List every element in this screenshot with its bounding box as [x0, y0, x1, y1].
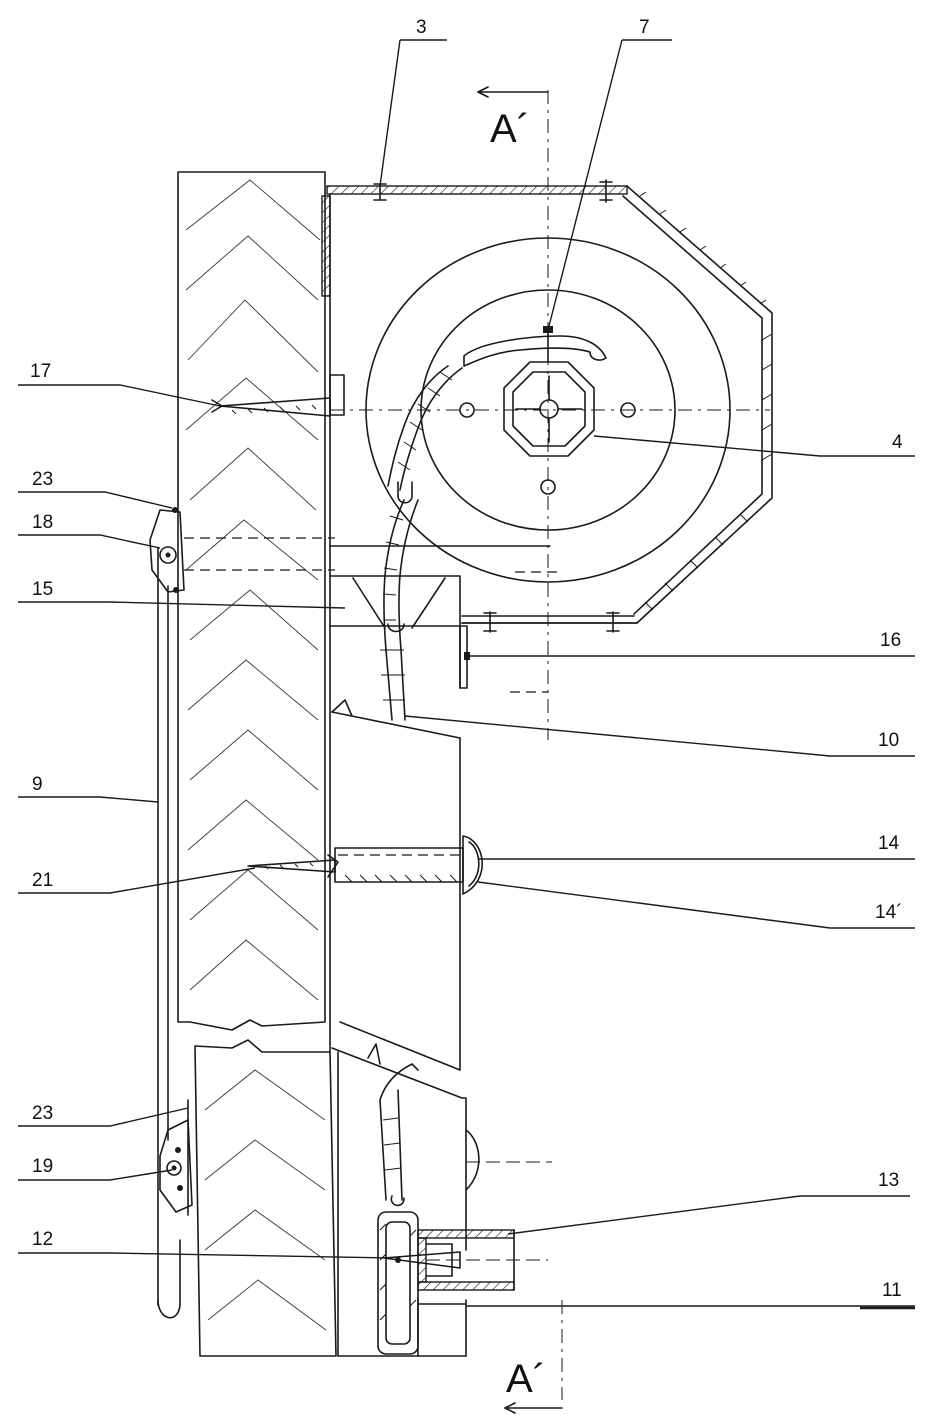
label-17: 17 — [30, 361, 51, 382]
hinge-19 — [159, 1099, 193, 1216]
center-lines — [330, 90, 770, 1400]
label-4: 4 — [892, 432, 903, 453]
wood-plank — [177, 171, 337, 1357]
callouts: 3 7 17 4 23 18 15 16 10 9 14 21 — [18, 17, 915, 1310]
label-10: 10 — [878, 730, 899, 751]
label-12: 12 — [32, 1229, 53, 1250]
label-19: 19 — [32, 1156, 53, 1177]
label-23-upper: 23 — [32, 469, 53, 490]
section-arrow-bottom: A´ — [504, 1357, 563, 1414]
label-18: 18 — [32, 512, 53, 533]
hinge-18 — [149, 507, 551, 593]
label-9: 9 — [32, 774, 43, 795]
screw-17 — [219, 397, 331, 417]
section-label-bottom: A´ — [506, 1357, 546, 1401]
housing-screws — [373, 179, 620, 633]
trunk-box — [331, 699, 467, 1357]
bolt-assembly — [247, 835, 483, 895]
label-16: 16 — [880, 630, 901, 651]
label-14: 14 — [878, 833, 900, 854]
strap-lower — [379, 1063, 552, 1207]
housing-right-hatch — [639, 191, 773, 611]
label-7: 7 — [639, 17, 650, 38]
funnel-guide — [329, 575, 470, 1053]
wood-grain-upper — [185, 179, 321, 1001]
housing — [321, 179, 773, 633]
bar-9 — [157, 547, 181, 1319]
label-14-prime: 14´ — [875, 902, 902, 923]
label-3: 3 — [416, 17, 427, 38]
label-11: 11 — [882, 1280, 902, 1301]
octagonal-shaft — [503, 361, 595, 457]
wood-grain-lower — [204, 1069, 327, 1331]
label-15: 15 — [32, 579, 53, 600]
label-13: 13 — [878, 1170, 899, 1191]
bottom-rail — [377, 1211, 548, 1357]
section-label-top: A´ — [490, 107, 530, 151]
section-arrow-top: A´ — [477, 86, 549, 151]
strap-upper — [380, 365, 463, 721]
label-21: 21 — [32, 870, 53, 891]
label-23-lower: 23 — [32, 1103, 53, 1124]
